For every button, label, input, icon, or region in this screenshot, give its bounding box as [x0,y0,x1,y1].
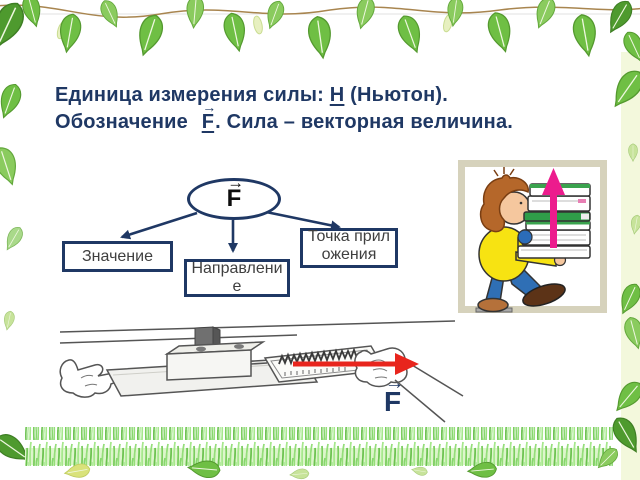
bottom-leaves-border [63,444,622,480]
top-leaves-border [0,0,640,66]
force-unit-newton: Н [329,84,345,106]
friction-block [164,326,268,381]
title-line-2: Обозначение →F. Сила – векторная величин… [55,100,560,136]
scale-ticks [284,367,346,376]
vector-arrow-icon: → [227,172,245,192]
force-vector-symbol: →F [201,100,217,136]
force-vector-symbol: →F [384,373,404,418]
title-line-1: Единица измерения силы: Н (Ньютон). [55,82,560,109]
node-label: Направление [191,260,283,295]
diagram-connector-arrows [120,210,341,253]
experiment-force-label: →F [384,373,404,418]
red-force-arrow [293,353,419,375]
force-letter: F [226,185,242,212]
vector-arrow-icon: → [202,99,217,116]
left-hand [59,359,119,398]
right-hand [354,347,464,423]
force-vector-symbol: →F [226,174,244,213]
diagram-root-node: →F [187,174,281,220]
right-leaves-border [605,65,640,458]
right-border-strip [621,52,640,480]
slide-title: Единица измерения силы: Н (Ньютон). Обоз… [55,82,560,136]
diagram-node-direction: Направление [184,259,290,297]
pink-up-arrow [542,168,565,248]
dynamometer-illustration [59,320,464,423]
left-leaves-border [0,80,35,469]
diagram-node-application-point: Точка приложения [300,228,398,268]
boy-carrying-books-image [458,160,607,313]
title-text: (Ньютон). [344,84,448,106]
force-letter: F [384,386,402,417]
node-label: Точка приложения [308,228,390,263]
arrow-to-application-point [265,210,341,231]
title-text: . Сила – векторная величина. [215,111,514,133]
vector-arrow-icon: → [384,371,405,394]
diagram-node-value: Значение [62,241,173,272]
spring-coil [278,347,358,366]
bottom-grass-border [25,427,613,466]
boy-figure [475,167,569,313]
arrow-to-value [120,211,198,240]
title-text: Единица измерения силы: [55,84,330,106]
title-text: Обозначение [55,111,194,133]
force-letter: F [201,111,215,133]
table-edge-lines [59,320,456,344]
node-label: Значение [82,247,153,265]
